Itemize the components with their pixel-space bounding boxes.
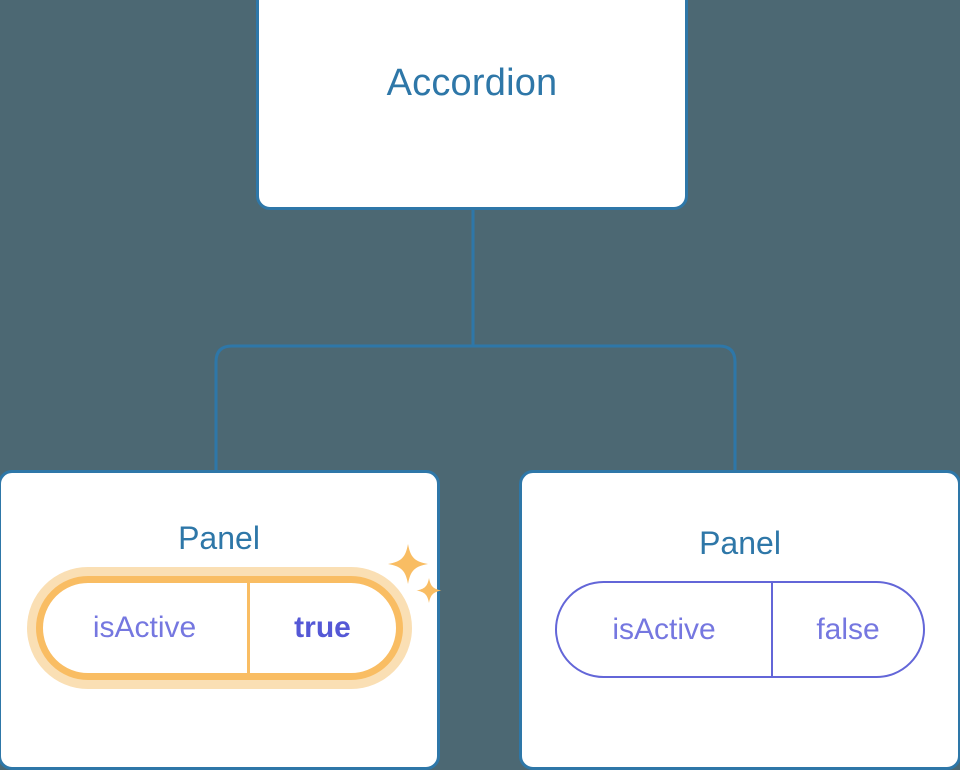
prop-value-isactive: false <box>816 612 880 646</box>
node-panel-active[interactable]: Panel isActive true <box>0 470 441 770</box>
node-panel-inactive[interactable]: Panel isActive false <box>519 470 960 770</box>
node-accordion-title: Accordion <box>386 61 558 104</box>
prop-value-isactive: true <box>294 611 351 644</box>
node-panel-inactive-title: Panel <box>699 525 781 561</box>
prop-pill-inactive[interactable]: isActive false <box>555 581 925 678</box>
sparkle-small-icon <box>416 578 441 603</box>
prop-key-isactive: isActive <box>557 583 773 676</box>
node-panel-active-title: Panel <box>178 520 260 556</box>
prop-pill-inactive-wrapper: isActive false <box>555 581 925 678</box>
connector-lines <box>214 209 737 472</box>
prop-pill-active-wrapper: isActive true <box>35 544 441 680</box>
node-accordion[interactable]: Accordion <box>256 0 688 210</box>
prop-pill-active[interactable]: isActive true <box>35 576 403 680</box>
prop-key-isactive: isActive <box>43 583 250 673</box>
connector-branch-bus <box>214 344 737 472</box>
sparkle-large-icon <box>387 544 428 584</box>
